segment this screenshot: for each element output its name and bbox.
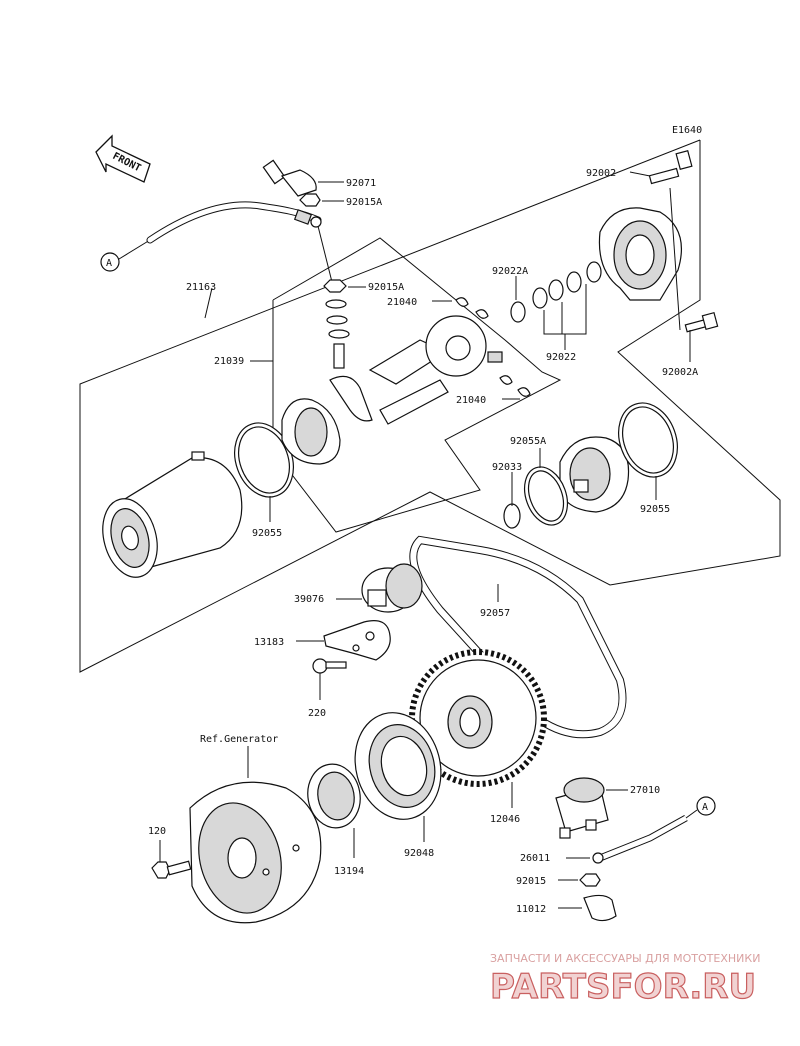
starter-sprocket: 39076 — [294, 563, 423, 613]
starter-lead: 26011 — [520, 814, 688, 864]
gear-housing: 92055A 92033 92055 — [492, 402, 678, 529]
terminal-cover: 11012 — [516, 894, 617, 922]
starter-relay: 27010 — [555, 777, 660, 839]
ref-generator-note: Ref.Generator — [200, 734, 278, 745]
part-92022: 92022 — [546, 352, 576, 363]
part-92055a: 92055A — [510, 436, 546, 447]
rear-end-cover — [598, 187, 682, 331]
motor-yoke — [102, 451, 243, 578]
part-220: 220 — [308, 708, 326, 719]
part-13194: 13194 — [334, 866, 364, 877]
part-12046: 12046 — [490, 814, 520, 825]
driven-sprocket: 12046 — [409, 649, 547, 825]
clips-top: 21040 — [387, 297, 489, 319]
diagram-id: E1640 — [672, 125, 702, 136]
front-arrow-icon: FRONT — [95, 134, 151, 183]
part-120: 120 — [148, 826, 166, 837]
bolt-top: 92002 — [586, 149, 693, 185]
part-21163: 21163 — [186, 282, 216, 293]
watermark: ЗАПЧАСТИ И АКСЕССУАРЫ ДЛЯ МОТОТЕХНИКИ PA… — [489, 952, 760, 1008]
clutch-bearing: 13194 — [307, 763, 364, 877]
part-21040-bottom: 21040 — [456, 395, 486, 406]
bolt-bottom: 92002A — [662, 311, 719, 378]
part-92015: 92015 — [516, 876, 546, 887]
connector-a-left: A — [100, 239, 151, 272]
part-92033: 92033 — [492, 462, 522, 473]
connector-a-left-label: A — [106, 258, 112, 269]
part-39076: 39076 — [294, 594, 324, 605]
rotor-bolt: 120 — [148, 826, 192, 879]
connector-a-right-label: A — [702, 802, 708, 813]
starter-cable — [146, 201, 322, 244]
drive-chain: 92057 — [409, 535, 627, 739]
washer-set: 92022A 92022 — [492, 261, 602, 363]
part-92015a-mid: 92015A — [368, 282, 404, 293]
part-92048: 92048 — [404, 848, 434, 859]
part-21039: 21039 — [214, 356, 244, 367]
connector-a-right: A — [685, 796, 716, 819]
part-92055-right: 92055 — [640, 504, 670, 515]
part-21040-top: 21040 — [387, 297, 417, 308]
part-26011: 26011 — [520, 853, 550, 864]
terminal-bolt-stack: 92015A — [317, 225, 404, 369]
part-92071: 92071 — [346, 178, 376, 189]
watermark-tagline: ЗАПЧАСТИ И АКСЕССУАРЫ ДЛЯ МОТОТЕХНИКИ — [490, 952, 760, 965]
nut-top: 92015A — [299, 193, 382, 208]
terminal-cap: 92071 — [262, 159, 376, 197]
brush-holder — [329, 315, 503, 425]
part-92002a: 92002A — [662, 367, 698, 378]
part-92057: 92057 — [480, 608, 510, 619]
part-27010: 27010 — [630, 785, 660, 796]
oring-left: 92055 — [234, 422, 294, 539]
part-13183: 13183 — [254, 637, 284, 648]
part-92002: 92002 — [586, 168, 616, 179]
starter-clutch: 92048 — [354, 712, 442, 859]
assembly-outline — [79, 139, 781, 673]
nut-bottom: 92015 — [516, 873, 601, 887]
watermark-brand: PARTSFOR.RU — [490, 967, 756, 1007]
part-92015a-top: 92015A — [346, 197, 382, 208]
part-92022a: 92022A — [492, 266, 528, 277]
part-92055-left: 92055 — [252, 528, 282, 539]
generator-rotor: Ref.Generator — [189, 734, 322, 924]
guide-plate: 13183 — [254, 620, 391, 661]
screw-220: 220 — [308, 658, 347, 719]
front-end-cover — [281, 398, 341, 465]
part-11012: 11012 — [516, 904, 546, 915]
clips-bottom: 21040 — [456, 375, 531, 406]
